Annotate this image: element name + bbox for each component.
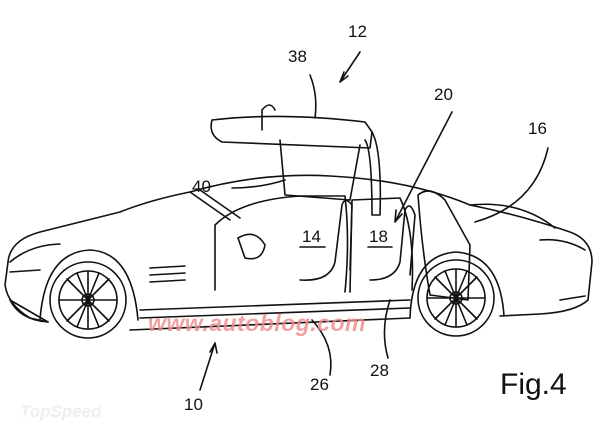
leader-16 xyxy=(474,147,549,223)
leader-26 xyxy=(311,319,332,376)
headlight xyxy=(9,243,61,273)
front-wheel-arch xyxy=(39,249,139,321)
rear-seat xyxy=(369,205,416,281)
rear-door-open xyxy=(417,190,471,301)
label-40: 40 xyxy=(192,177,211,196)
leader-38 xyxy=(309,74,317,119)
label-38: 38 xyxy=(288,47,307,66)
label-10: 10 xyxy=(184,395,203,414)
side-sill xyxy=(139,299,411,319)
label-12: 12 xyxy=(348,22,367,41)
windshield xyxy=(189,189,241,221)
side-vent xyxy=(149,265,186,283)
label-26: 26 xyxy=(310,375,329,394)
leader-28 xyxy=(383,299,391,359)
figure-caption: Fig.4 xyxy=(500,368,567,401)
leader-40 xyxy=(231,179,286,189)
label-14: 14 xyxy=(302,227,321,246)
leader-12 xyxy=(339,51,361,83)
steering-wheel xyxy=(237,233,266,260)
front-wheel xyxy=(49,261,127,339)
rear-wheel-arch xyxy=(409,251,505,319)
leader-20 xyxy=(394,111,453,223)
rear-door-opening xyxy=(349,197,414,293)
front-door-opening xyxy=(214,195,349,293)
taillight xyxy=(539,238,586,301)
gullwing-door xyxy=(210,115,373,149)
watermark-autoblog: www.autoblog.com xyxy=(148,310,366,336)
label-28: 28 xyxy=(370,361,389,380)
leader-10 xyxy=(199,342,218,391)
front-seat xyxy=(299,199,353,281)
label-18: 18 xyxy=(369,227,388,246)
label-20: 20 xyxy=(434,85,453,104)
label-16: 16 xyxy=(528,119,547,138)
watermark-topspeed: TopSpeed xyxy=(20,402,102,421)
